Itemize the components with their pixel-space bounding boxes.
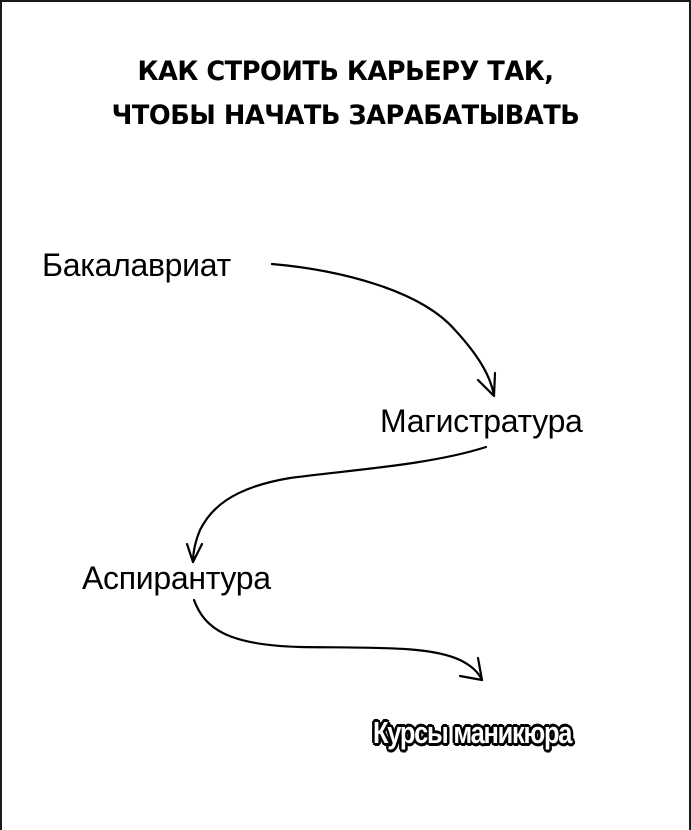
arrowhead-2 — [185, 542, 204, 564]
arrowhead-3 — [458, 656, 484, 682]
title-line-2: ЧТОБЫ НАЧАТЬ ЗАРАБАТЫВАТЬ — [111, 100, 580, 131]
node-manicure-courses: Курсы маникюра — [373, 715, 572, 750]
meme-title: КАК СТРОИТЬ КАРЬЕРУ ТАК, ЧТОБЫ НАЧАТЬ ЗА… — [0, 50, 691, 138]
arrowhead-1 — [476, 371, 497, 398]
title-line-1: КАК СТРОИТЬ КАРЬЕРУ ТАК, — [137, 56, 554, 87]
node-master: Магистратура — [380, 403, 583, 439]
node-phd: Аспирантура — [82, 560, 271, 596]
node-bachelor: Бакалавриат — [42, 247, 231, 283]
arrow-bachelor-to-master — [270, 262, 496, 397]
arrow-master-to-phd — [191, 445, 488, 564]
arrow-phd-to-manicure — [192, 598, 484, 682]
